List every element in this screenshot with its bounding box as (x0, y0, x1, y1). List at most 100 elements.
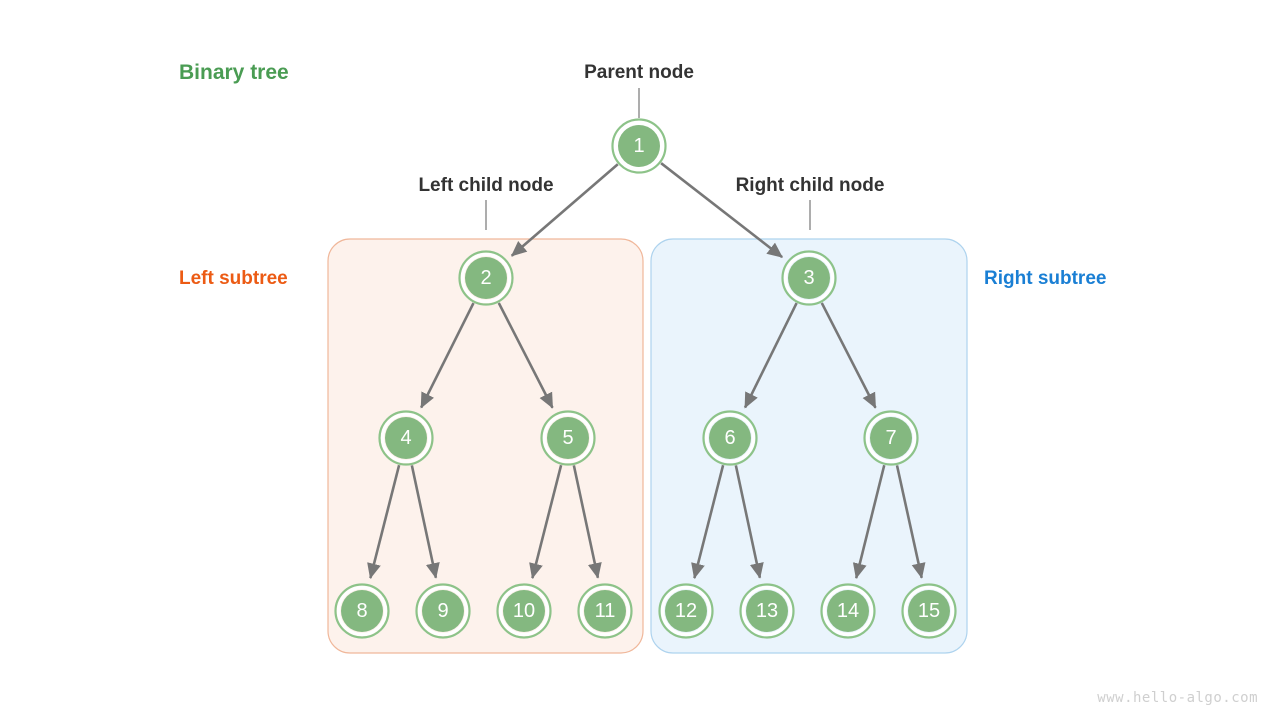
node-fill (503, 590, 545, 632)
node-value-label: 15 (918, 600, 940, 622)
node-value-label: 4 (400, 427, 411, 449)
node-value-label: 9 (437, 600, 448, 622)
tree-edge-2-to-5 (497, 302, 554, 409)
tree-node-6[interactable]: 6 (702, 410, 758, 466)
node-inner-ring (704, 412, 756, 464)
node-outer-ring (702, 410, 758, 466)
node-inner-ring (822, 585, 874, 637)
tree-node-1[interactable]: 1 (611, 118, 667, 174)
tree-edge-4-to-9 (410, 465, 440, 579)
tree-edge-3-to-6 (743, 302, 798, 409)
subtree-regions (327, 238, 968, 654)
right-subtree-region (650, 238, 968, 654)
node-inner-ring (783, 252, 835, 304)
tree-edge-5-to-10 (529, 464, 563, 580)
node-value-label: 11 (595, 600, 616, 622)
node-fill (908, 590, 950, 632)
site-watermark: www.hello-algo.com (1097, 690, 1258, 706)
tree-edge-2-to-4 (420, 302, 475, 409)
node-outer-ring (820, 583, 876, 639)
node-value-label: 2 (480, 267, 491, 289)
node-fill (870, 417, 912, 459)
node-value-label: 13 (756, 600, 778, 622)
node-fill (618, 125, 660, 167)
node-value-label: 7 (885, 427, 896, 449)
tree-node-5[interactable]: 5 (540, 410, 596, 466)
tree-node-13[interactable]: 13 (739, 583, 795, 639)
node-inner-ring (903, 585, 955, 637)
node-value-label: 5 (562, 427, 573, 449)
node-value-label: 14 (837, 600, 859, 622)
right-subtree-label: Right subtree (984, 268, 1107, 289)
tree-edge-3-to-7 (820, 302, 877, 409)
node-outer-ring (611, 118, 667, 174)
tree-node-8[interactable]: 8 (334, 583, 390, 639)
node-fill (709, 417, 751, 459)
node-inner-ring (380, 412, 432, 464)
tree-edge-1-to-2 (510, 163, 619, 257)
node-inner-ring (460, 252, 512, 304)
node-value-label: 8 (356, 600, 367, 622)
left-subtree-region (327, 238, 644, 654)
tree-edge-6-to-12 (691, 464, 725, 580)
node-fill (746, 590, 788, 632)
node-inner-ring (660, 585, 712, 637)
tree-node-7[interactable]: 7 (863, 410, 919, 466)
node-fill (465, 257, 507, 299)
tree-node-10[interactable]: 10 (496, 583, 552, 639)
node-fill (422, 590, 464, 632)
tree-node-4[interactable]: 4 (378, 410, 434, 466)
tree-node-14[interactable]: 14 (820, 583, 876, 639)
node-fill (584, 590, 626, 632)
tree-node-9[interactable]: 9 (415, 583, 471, 639)
tree-node-15[interactable]: 15 (901, 583, 957, 639)
node-outer-ring (901, 583, 957, 639)
node-inner-ring (336, 585, 388, 637)
node-inner-ring (417, 585, 469, 637)
node-outer-ring (334, 583, 390, 639)
node-fill (788, 257, 830, 299)
node-outer-ring (658, 583, 714, 639)
node-value-label: 6 (724, 427, 735, 449)
tree-node-12[interactable]: 12 (658, 583, 714, 639)
tree-edge-4-to-8 (367, 464, 401, 580)
node-fill (547, 417, 589, 459)
node-value-label: 1 (633, 135, 644, 157)
node-value-label: 10 (513, 600, 535, 622)
node-value-label: 3 (803, 267, 814, 289)
node-inner-ring (579, 585, 631, 637)
node-inner-ring (865, 412, 917, 464)
node-fill (827, 590, 869, 632)
node-inner-ring (498, 585, 550, 637)
tree-edge-5-to-11 (572, 465, 602, 579)
node-outer-ring (739, 583, 795, 639)
tree-node-2[interactable]: 2 (458, 250, 514, 306)
node-inner-ring (741, 585, 793, 637)
right-child-node-label: Right child node (735, 175, 885, 196)
parent-node-label: Parent node (584, 62, 694, 83)
node-outer-ring (378, 410, 434, 466)
node-value-label: 12 (675, 600, 697, 622)
left-child-node-label: Left child node (418, 175, 554, 196)
tree-edge-1-to-3 (660, 162, 783, 259)
tree-edge-6-to-13 (734, 465, 764, 579)
node-outer-ring (863, 410, 919, 466)
tree-node-3[interactable]: 3 (781, 250, 837, 306)
node-outer-ring (496, 583, 552, 639)
node-inner-ring (613, 120, 665, 172)
node-outer-ring (458, 250, 514, 306)
node-fill (385, 417, 427, 459)
tree-edge-7-to-14 (852, 464, 886, 580)
node-fill (665, 590, 707, 632)
node-outer-ring (415, 583, 471, 639)
left-subtree-label: Left subtree (179, 268, 288, 289)
tree-node-11[interactable]: 11 (577, 583, 633, 639)
node-inner-ring (542, 412, 594, 464)
node-fill (341, 590, 383, 632)
annotation-leaders (485, 88, 811, 230)
tree-edges (367, 162, 926, 580)
diagram-title: Binary tree (179, 61, 289, 84)
node-outer-ring (781, 250, 837, 306)
